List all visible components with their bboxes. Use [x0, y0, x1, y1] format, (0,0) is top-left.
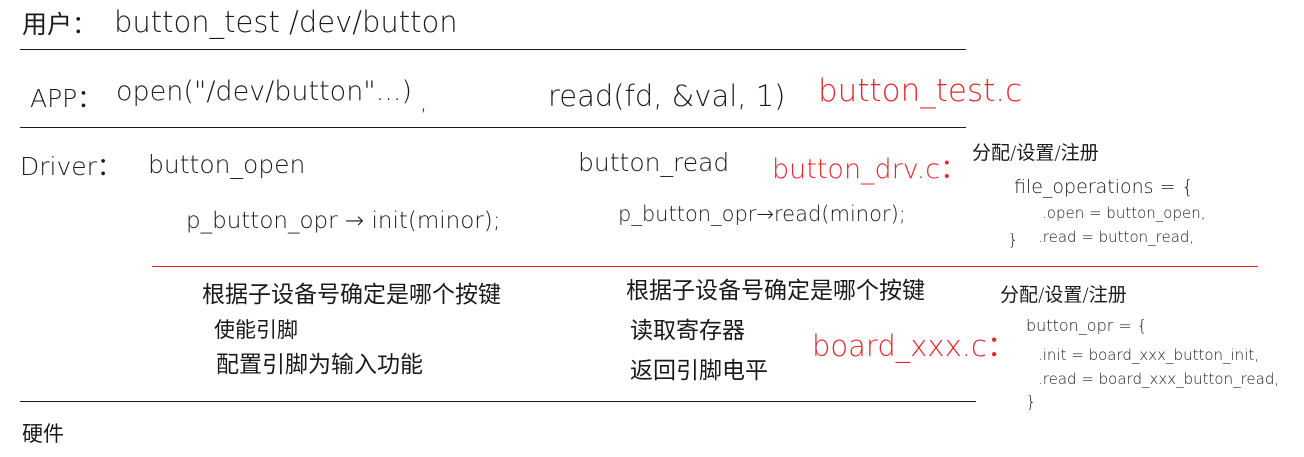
user-layer-label: 用户：: [22, 10, 98, 39]
board-struct-close: }: [1026, 392, 1037, 411]
divider-app-driver: [20, 127, 966, 128]
driver-open-function: button_open: [148, 150, 306, 179]
driver-struct-close: }: [1008, 230, 1019, 249]
board-read-title: 根据子设备号确定是哪个按键: [626, 278, 925, 304]
board-read-step-return-level: 返回引脚电平: [630, 358, 768, 384]
board-note-title: 分配/设置/注册: [1000, 284, 1127, 306]
driver-file-name: button_drv.c：: [772, 154, 968, 185]
app-open-call: open("/dev/button"...): [116, 76, 413, 107]
board-file-name: board_xxx.c：: [812, 329, 1016, 363]
driver-struct-declaration: file_operations = {: [1014, 176, 1194, 198]
driver-layer-label: Driver：: [20, 152, 122, 181]
board-struct-init-member: .init = board_xxx_button_init,: [1038, 346, 1260, 364]
board-init-step-config-input: 配置引脚为输入功能: [216, 352, 423, 378]
divider-user-app: [20, 49, 966, 50]
driver-note-title: 分配/设置/注册: [972, 142, 1099, 164]
driver-struct-open-member: .open = button_open,: [1042, 204, 1206, 222]
app-read-call: read(fd, &val, 1): [548, 79, 786, 113]
divider-driver-board: [152, 266, 1258, 267]
driver-open-body: p_button_opr → init(minor);: [186, 208, 501, 234]
board-init-title: 根据子设备号确定是哪个按键: [202, 282, 501, 308]
app-comma: ,: [420, 90, 428, 116]
app-file-name: button_test.c: [818, 73, 1023, 109]
driver-read-function: button_read: [578, 148, 730, 177]
divider-board-hardware: [20, 401, 976, 402]
app-layer-label: APP：: [30, 84, 103, 113]
board-init-step-enable-pin: 使能引脚: [214, 318, 298, 342]
hardware-layer-label: 硬件: [22, 422, 64, 446]
user-layer-command: button_test /dev/button: [114, 5, 458, 39]
board-read-step-read-register: 读取寄存器: [630, 318, 745, 344]
driver-read-body: p_button_opr→read(minor);: [618, 202, 906, 226]
board-struct-declaration: button_opr = {: [1026, 316, 1148, 335]
board-struct-read-member: .read = board_xxx_button_read,: [1038, 370, 1280, 388]
driver-struct-read-member: .read = button_read,: [1038, 228, 1195, 246]
